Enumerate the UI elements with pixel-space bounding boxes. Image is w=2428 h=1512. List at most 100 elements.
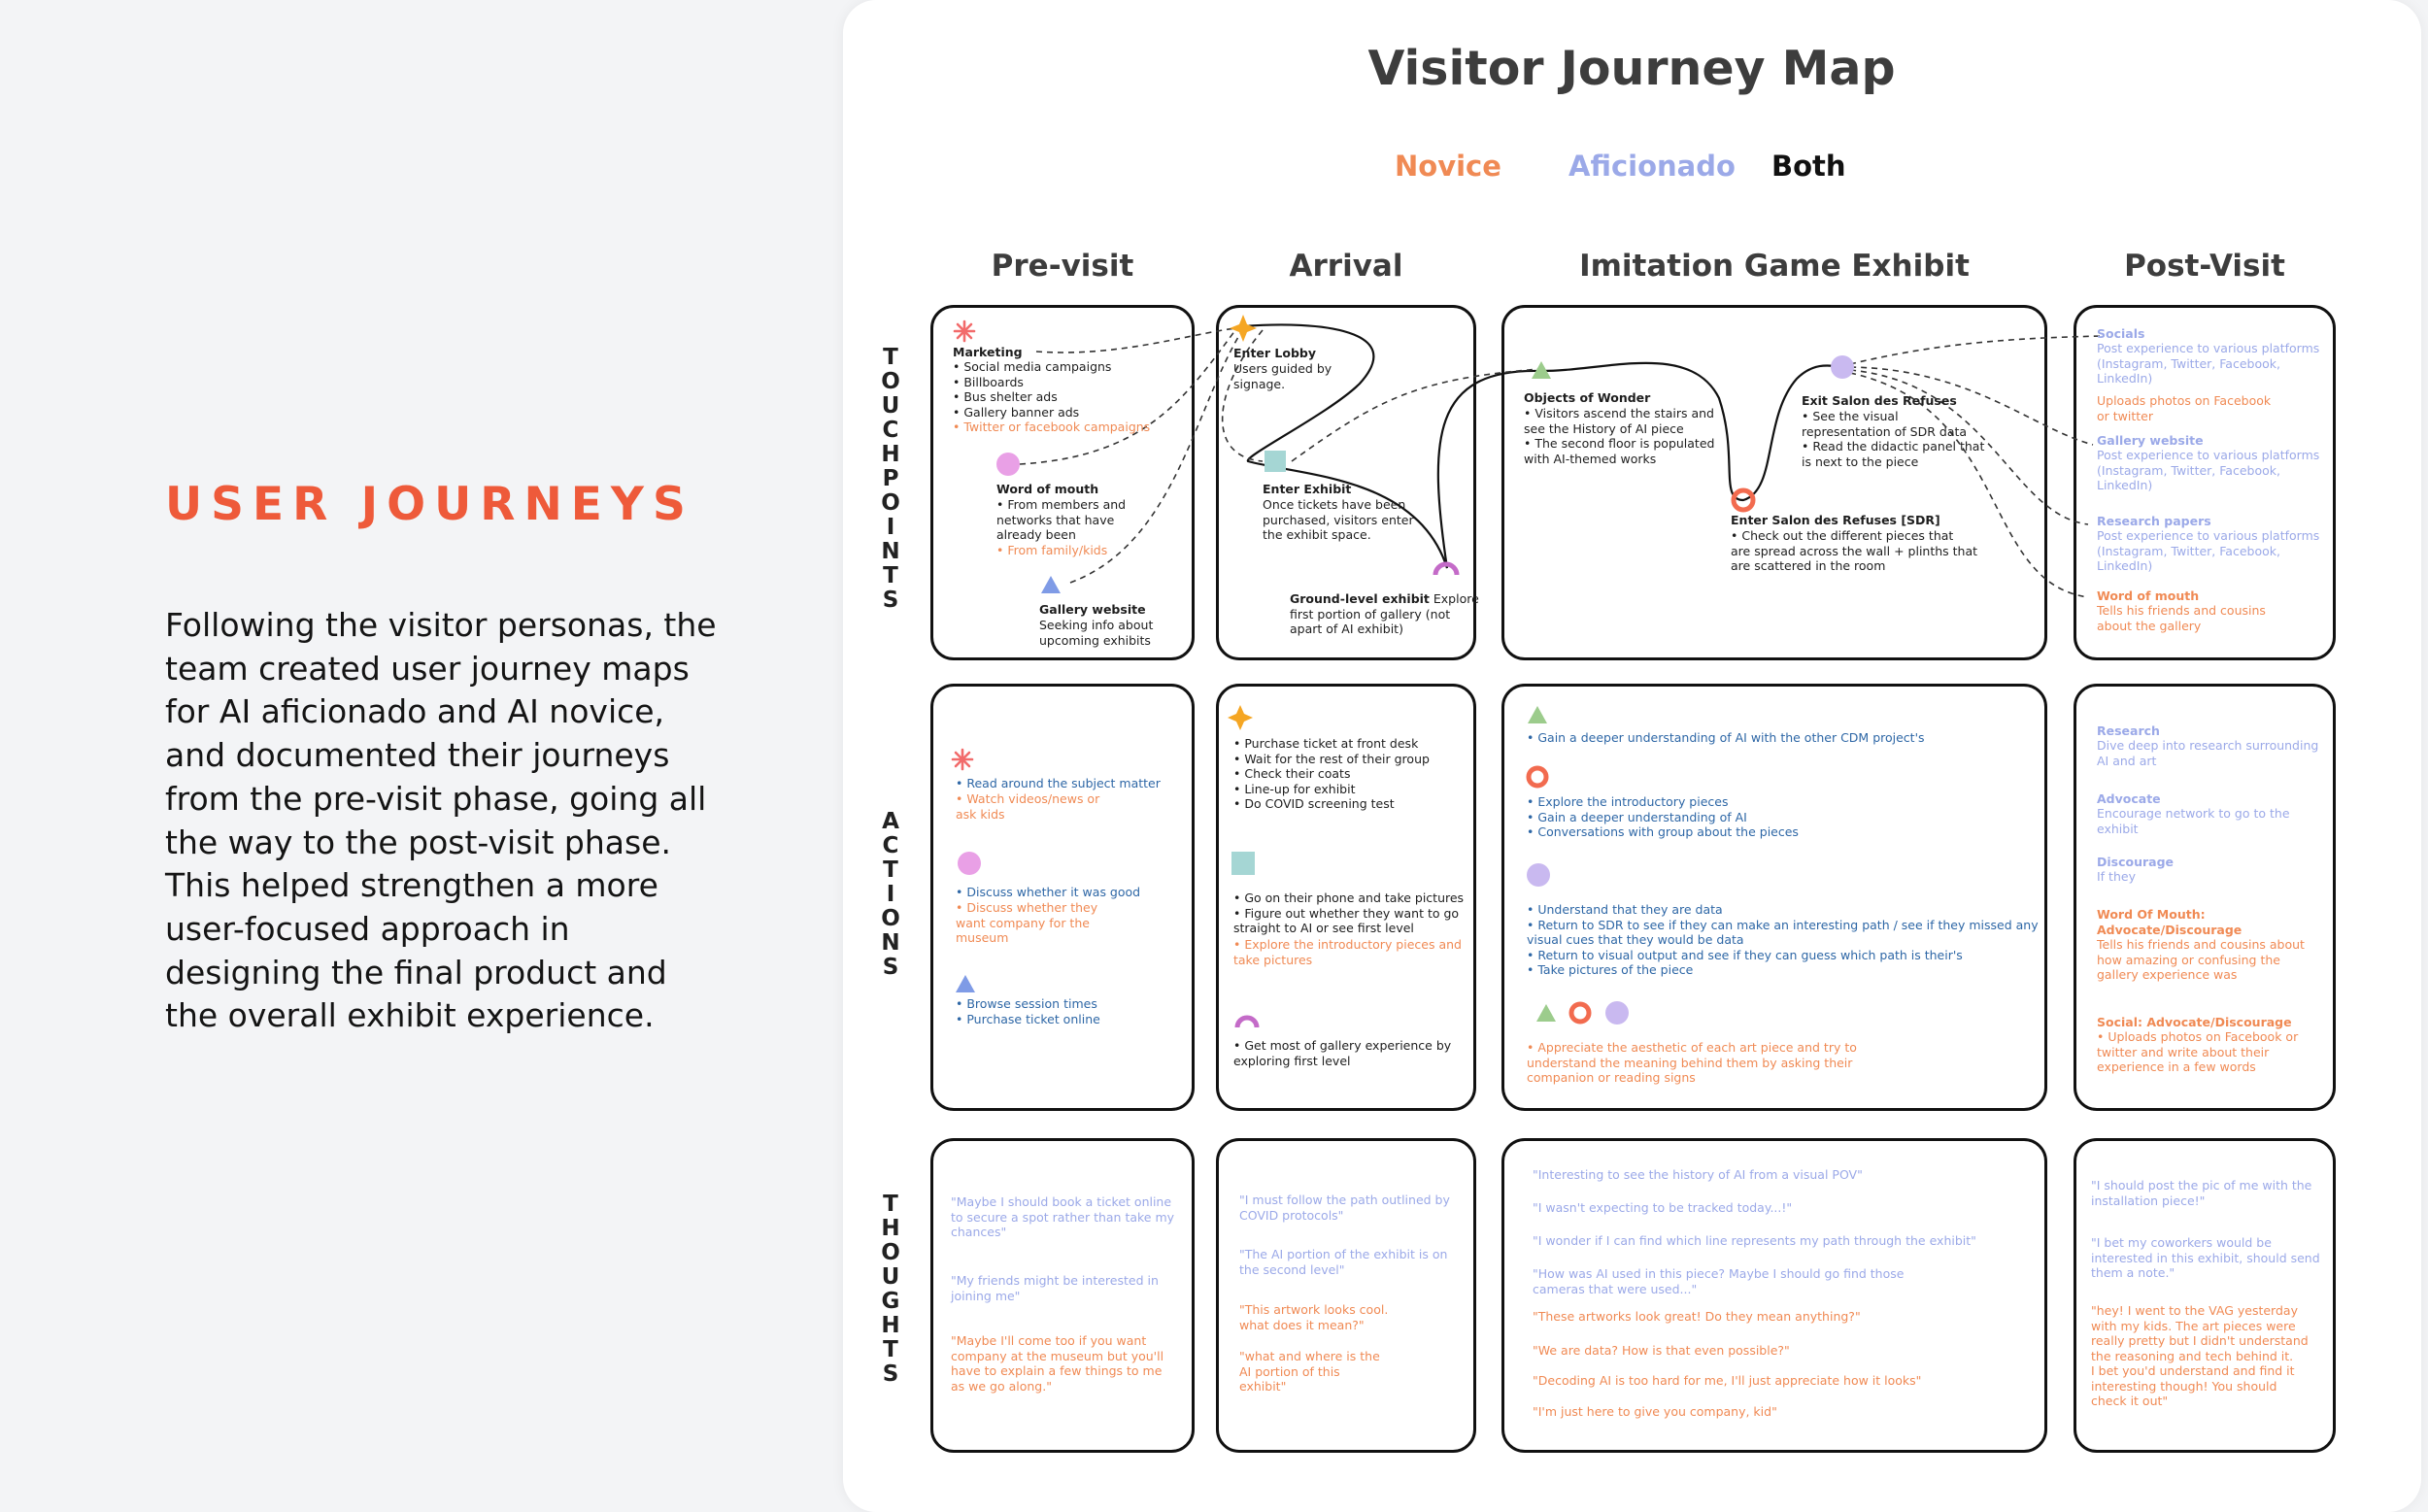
tp-post-research-items: Post experience to various platforms (In… [2097, 528, 2320, 573]
tp-post-wom-items: Tells his friends and cousins about the … [2097, 603, 2266, 633]
row-label-letter: T [883, 857, 898, 883]
tp-wom-title: Word of mouth [996, 482, 1099, 496]
row-label-letter: I [886, 882, 895, 907]
tp-marketing-novice: • Twitter or facebook campaigns [953, 420, 1151, 434]
act-pre-3-blue: • Browse session times • Purchase ticket… [956, 996, 1100, 1026]
tp-ground-items: Explore first portion of gallery (not ap… [1290, 591, 1479, 636]
act-exhibit-1: • Gain a deeper understanding of AI with… [1527, 730, 1925, 745]
tp-post-wom-title: Word of mouth [2097, 588, 2200, 603]
connector-exit-research [1849, 369, 2089, 525]
legend-novice: Novice [1395, 150, 1501, 183]
row-label-letter: S [882, 955, 899, 980]
map-title: Visitor Journey Map [1367, 41, 1896, 96]
tp-sdr-title: Enter Salon des Refuses [SDR] [1731, 513, 1940, 527]
thought-arrival-2: "The AI portion of the exhibit is on the… [1239, 1247, 1448, 1277]
legend-both: Both [1771, 150, 1846, 183]
act-post-wom-title: Word Of Mouth: Advocate/Discourage [2097, 907, 2243, 937]
act-post-discourage-items: If they [2097, 869, 2136, 884]
connector-exhibit-wonder [1291, 368, 1540, 462]
row-label-letter: P [882, 466, 899, 491]
row-label-letter: N [881, 539, 900, 564]
act-exhibit-4-orange: • Appreciate the aesthetic of each art p… [1527, 1040, 1857, 1085]
row-label-letter: H [881, 1216, 900, 1241]
act-post-advocate-title: Advocate [2097, 791, 2161, 806]
tp-ground-level: Ground-level exhibit Explore first porti… [1290, 591, 1479, 637]
yellow-star-icon [1230, 315, 1257, 342]
phase-imitation-game: Imitation Game Exhibit [1579, 249, 1970, 284]
card-actions-exhibit [1501, 684, 2047, 1111]
row-label-letter: O [881, 1240, 900, 1265]
row-label-letter: N [881, 930, 900, 956]
connector-exit-website [1849, 366, 2094, 446]
card-thoughts-post-visit [2074, 1138, 2336, 1453]
section-title: USER JOURNEYS [165, 478, 694, 531]
row-label-letter: T [883, 1192, 898, 1217]
row-label-letter: U [881, 393, 900, 419]
thought-post-1: "I should post the pic of me with the in… [2091, 1178, 2312, 1208]
purple-arc-icon [1234, 1015, 1260, 1028]
act-exhibit-3: • Understand that they are data • Return… [1527, 902, 2039, 977]
yellow-star-icon [1228, 705, 1253, 730]
card-actions-post-visit [2074, 684, 2336, 1111]
thought-exhibit-3: "I wonder if I can find which line repre… [1533, 1233, 1976, 1248]
thought-exhibit-1: "Interesting to see the history of AI fr… [1533, 1167, 1863, 1182]
row-label-letter: T [883, 345, 898, 370]
connector-exit-socials [1849, 335, 2104, 365]
act-post-social-items: • Uploads photos on Facebook or twitter … [2097, 1029, 2299, 1074]
tp-lobby-title: Enter Lobby [1233, 346, 1317, 360]
phase-post-visit: Post-Visit [2124, 249, 2285, 284]
tp-post-socials-title: Socials [2097, 326, 2145, 341]
card-thoughts-exhibit [1501, 1138, 2047, 1453]
tp-marketing-title: Marketing [953, 345, 1023, 359]
row-label-letter: G [881, 1289, 900, 1314]
card-actions-pre-visit [930, 684, 1195, 1111]
orange-ring-icon [1526, 765, 1549, 789]
tp-sdr-items: • Check out the different pieces that ar… [1731, 528, 1978, 573]
card-touchpoints-post-visit [2074, 305, 2336, 660]
act-post-advocate-items: Encourage network to go to the exhibit [2097, 806, 2290, 836]
tp-ground-title: Ground-level exhibit [1290, 591, 1430, 606]
row-label-letter: O [881, 906, 900, 931]
phase-pre-visit: Pre-visit [991, 249, 1134, 284]
tp-lobby-items: Users guided by signage. [1233, 361, 1332, 391]
row-label-letter: T [883, 563, 898, 588]
act-post-discourage-title: Discourage [2097, 855, 2175, 869]
thought-exhibit-8: "I'm just here to give you company, kid" [1533, 1404, 1777, 1419]
row-label-letter: O [881, 369, 900, 394]
tp-exhibit-items: Once tickets have been purchased, visito… [1263, 497, 1414, 542]
act-arrival-1: • Purchase ticket at front desk • Wait f… [1233, 736, 1430, 811]
tp-web-items: Seeking info about upcoming exhibits [1039, 618, 1154, 648]
act-post-wom-items: Tells his friends and cousins about how … [2097, 937, 2305, 982]
card-touchpoints-exhibit [1501, 305, 2047, 660]
row-label-letter: A [882, 809, 899, 834]
tp-exit-title: Exit Salon des Refuses [1802, 393, 1957, 408]
row-label-letter: S [882, 588, 899, 613]
purple-arc-icon [1433, 561, 1460, 576]
card-touchpoints-pre-visit [930, 305, 1195, 660]
row-label-letter: T [883, 1337, 898, 1362]
row-label-letter: S [882, 1361, 899, 1387]
thought-exhibit-5: "These artworks look great! Do they mean… [1533, 1309, 1861, 1324]
thought-arrival-3: "This artwork looks cool. what does it m… [1239, 1302, 1389, 1332]
tp-post-website-items: Post experience to various platforms (In… [2097, 448, 2320, 492]
row-label-letter: U [881, 1264, 900, 1290]
legend-aficionado: Aficionado [1568, 150, 1736, 183]
tp-exit-items: • See the visual representation of SDR d… [1802, 409, 1985, 469]
red-asterisk-icon [951, 748, 974, 771]
act-post-research-items: Dive deep into research surrounding AI a… [2097, 738, 2319, 768]
thought-post-3: "hey! I went to the VAG yesterday with m… [2091, 1303, 2309, 1408]
lavender-blob-icon [1527, 863, 1550, 887]
act-arrival-2: • Go on their phone and take pictures • … [1233, 890, 1465, 935]
act-pre-1-orange: • Watch videos/news or ask kids [956, 791, 1100, 822]
journey-path-line [1242, 323, 1846, 569]
row-label-letter: H [881, 442, 900, 467]
tp-post-socials-novice: Uploads photos on Facebook or twitter [2097, 393, 2272, 423]
red-asterisk-icon [953, 319, 976, 343]
row-label-letter: C [882, 418, 899, 443]
card-thoughts-pre-visit [930, 1138, 1195, 1453]
blue-triangle-icon [956, 975, 975, 992]
lavender-blob-icon [1831, 355, 1854, 379]
thought-exhibit-7: "Decoding AI is too hard for me, I'll ju… [1533, 1373, 1922, 1388]
